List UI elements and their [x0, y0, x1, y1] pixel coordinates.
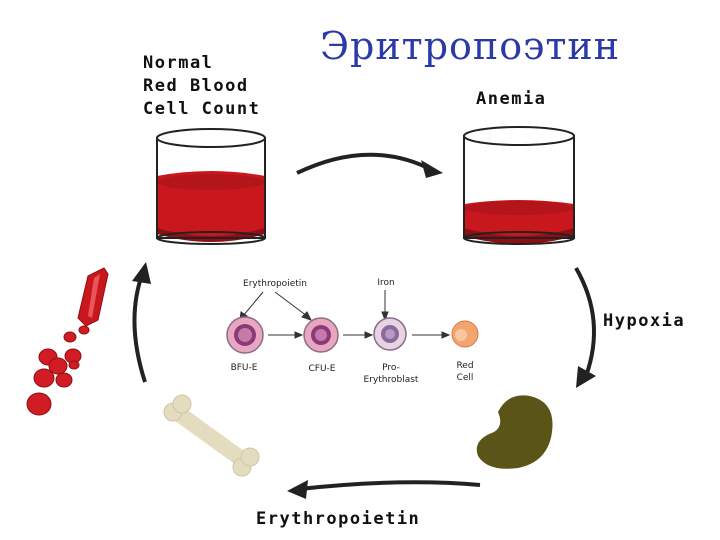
normal-count-line-3: Cell Count: [143, 99, 261, 119]
cell-cfu-e: [303, 317, 339, 353]
bone-icon: [163, 394, 260, 477]
normal-count-line-1: Normal: [143, 53, 214, 73]
beaker-anemia: [463, 126, 575, 245]
anemia-label: Anemia: [476, 89, 547, 109]
kidney-icon: [476, 395, 553, 469]
blood-vessel-icon: [77, 267, 109, 327]
pathway-iron-label: Iron: [377, 278, 395, 288]
stage-label-red-cell: Red Cell: [456, 361, 474, 383]
stage-label-bfu-e: BFU-E: [230, 363, 258, 373]
cell-pro-erythroblast: [373, 317, 407, 351]
normal-count-line-2: Red Blood: [143, 76, 249, 96]
arrow-bottom: [287, 480, 481, 499]
cell-red-cell: [451, 320, 479, 348]
page-title: Эритропоэтин: [319, 24, 621, 68]
cell-bfu-e: [226, 316, 264, 354]
hypoxia-label: Hypoxia: [603, 311, 686, 331]
red-blood-cells-icon: [26, 325, 90, 416]
stage-label-pro-erythroblast: Pro- Erythroblast: [363, 363, 419, 385]
beaker-normal: [156, 128, 266, 245]
pathway-arrows: [239, 290, 451, 339]
arrow-left: [132, 262, 151, 383]
arrow-top: [296, 152, 443, 178]
stage-label-cfu-e: CFU-E: [308, 364, 336, 374]
pathway-erythropoietin-label: Erythropoietin: [243, 279, 307, 289]
erythropoietin-bottom-label: Erythropoietin: [256, 509, 421, 529]
arrow-right: [574, 267, 596, 388]
normal-count-label: Normal Red Blood Cell Count: [143, 52, 260, 121]
